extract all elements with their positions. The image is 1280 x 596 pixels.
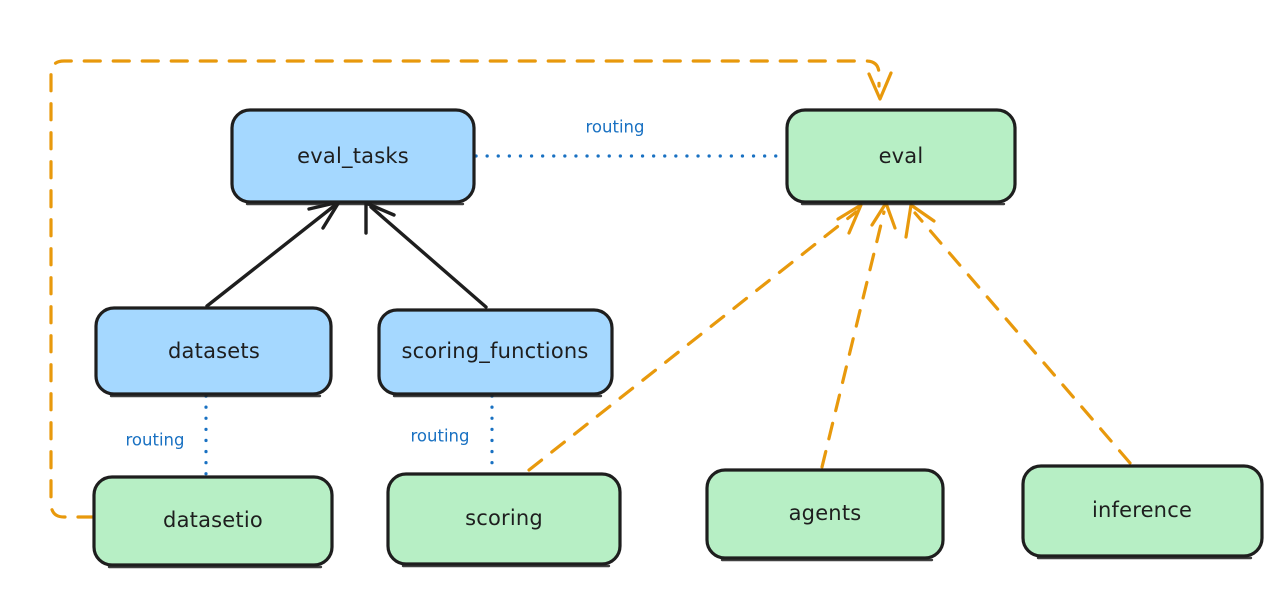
edge-agents-eval[interactable] <box>820 201 897 469</box>
node-agents[interactable]: agents <box>705 468 945 562</box>
node-label-scoring-functions: scoring_functions <box>401 339 588 364</box>
node-datasets[interactable]: datasets <box>94 306 333 398</box>
edge-datasets-eval-tasks[interactable] <box>205 200 341 308</box>
routing-edges-group <box>204 154 788 477</box>
node-label-datasets: datasets <box>168 339 260 363</box>
node-inference[interactable]: inference <box>1021 464 1264 560</box>
node-label-scoring: scoring <box>465 506 543 530</box>
node-scoring-functions[interactable]: scoring_functions <box>377 308 614 398</box>
node-label-agents: agents <box>789 501 862 525</box>
edge-inference-eval[interactable] <box>904 203 1132 465</box>
node-label-eval-tasks: eval_tasks <box>297 144 409 169</box>
nodes-group: eval_tasks eval datasets scoring_functio… <box>92 108 1264 569</box>
edge-datasetio-eval[interactable] <box>49 59 893 519</box>
edge-label-routing-datasets-datasetio: routing <box>126 431 185 450</box>
node-eval-tasks[interactable]: eval_tasks <box>230 108 476 206</box>
node-label-inference: inference <box>1092 498 1192 522</box>
structural-edges-group <box>205 200 488 309</box>
node-label-datasetio: datasetio <box>163 508 263 532</box>
node-scoring[interactable]: scoring <box>386 472 622 568</box>
edge-labels-group: routing routing routing <box>126 118 645 450</box>
edge-label-routing-scoring-functions-scoring: routing <box>411 427 470 446</box>
node-label-eval: eval <box>879 144 924 168</box>
edge-scoring-functions-eval-tasks[interactable] <box>364 201 488 309</box>
node-datasetio[interactable]: datasetio <box>92 475 334 569</box>
edge-label-routing-eval-tasks-eval: routing <box>586 118 645 137</box>
node-eval[interactable]: eval <box>785 108 1017 206</box>
